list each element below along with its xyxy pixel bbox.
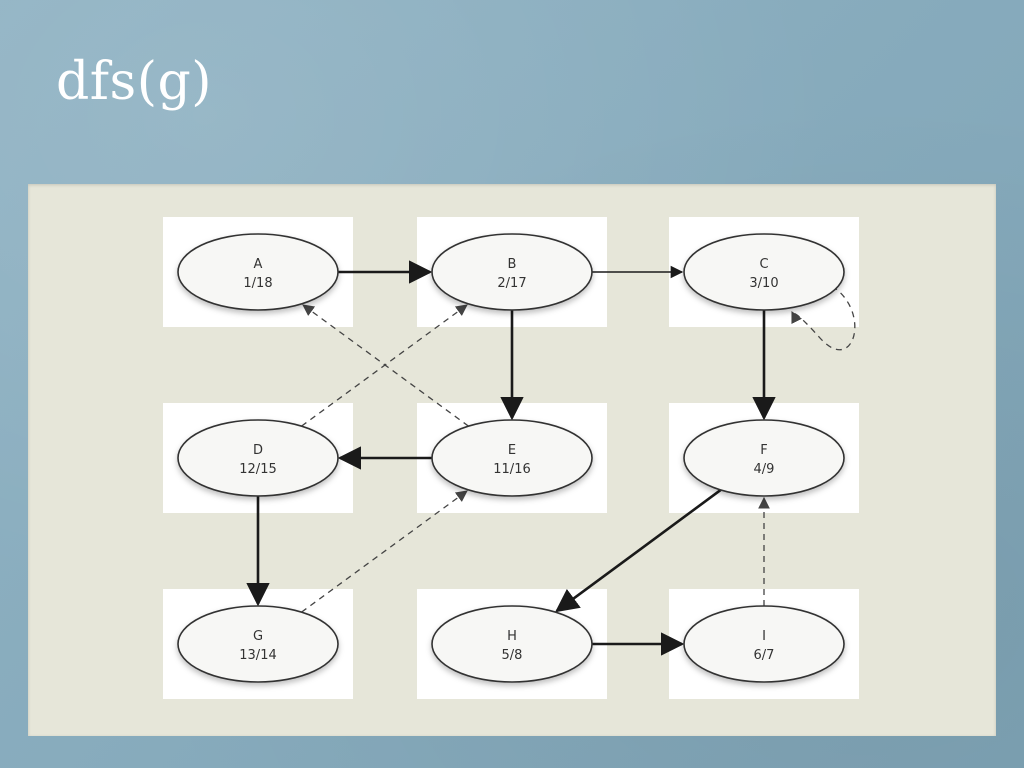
edge-f-h <box>555 488 722 613</box>
edge-d-b <box>301 304 468 427</box>
node-ellipse-a <box>177 233 339 311</box>
node-name-f: F <box>760 443 767 458</box>
node-ellipse-c <box>683 233 845 311</box>
node-ellipse-b <box>431 233 593 311</box>
node-ellipse-e <box>431 419 593 497</box>
node-times-b: 2/17 <box>497 276 526 291</box>
node-times-g: 13/14 <box>239 648 276 663</box>
node-name-g: G <box>253 629 263 644</box>
node-g: G 13/14 <box>177 605 339 683</box>
node-e: E 11/16 <box>431 419 593 497</box>
node-times-i: 6/7 <box>754 648 775 663</box>
node-times-a: 1/18 <box>243 276 272 291</box>
node-name-i: I <box>762 629 766 644</box>
node-times-e: 11/16 <box>493 462 530 477</box>
edge-g-e <box>301 490 468 613</box>
node-f: F 4/9 <box>683 419 845 497</box>
node-h: H 5/8 <box>431 605 593 683</box>
node-ellipse-g <box>177 605 339 683</box>
node-b: B 2/17 <box>431 233 593 311</box>
node-times-f: 4/9 <box>754 462 775 477</box>
node-name-b: B <box>508 257 517 272</box>
node-name-c: C <box>759 257 768 272</box>
node-name-a: A <box>254 257 263 272</box>
node-c: C 3/10 <box>683 233 845 311</box>
node-ellipse-h <box>431 605 593 683</box>
node-ellipse-i <box>683 605 845 683</box>
node-a: A 1/18 <box>177 233 339 311</box>
node-name-e: E <box>508 443 516 458</box>
node-times-c: 3/10 <box>749 276 778 291</box>
edges <box>246 260 856 656</box>
edge-e-a <box>302 304 469 427</box>
node-times-d: 12/15 <box>239 462 276 477</box>
node-times-h: 5/8 <box>502 648 523 663</box>
node-d: D 12/15 <box>177 419 339 497</box>
nodes: A 1/18 B 2/17 C 3/10D 12/15 E 11/16 F 4/9G 13/14 H 5/… <box>177 233 845 683</box>
node-i: I 6/7 <box>683 605 845 683</box>
edge-c-c <box>791 285 856 351</box>
slide-title: dfs(g) <box>56 52 213 112</box>
node-name-h: H <box>507 629 517 644</box>
node-name-d: D <box>253 443 263 458</box>
node-ellipse-f <box>683 419 845 497</box>
node-ellipse-d <box>177 419 339 497</box>
